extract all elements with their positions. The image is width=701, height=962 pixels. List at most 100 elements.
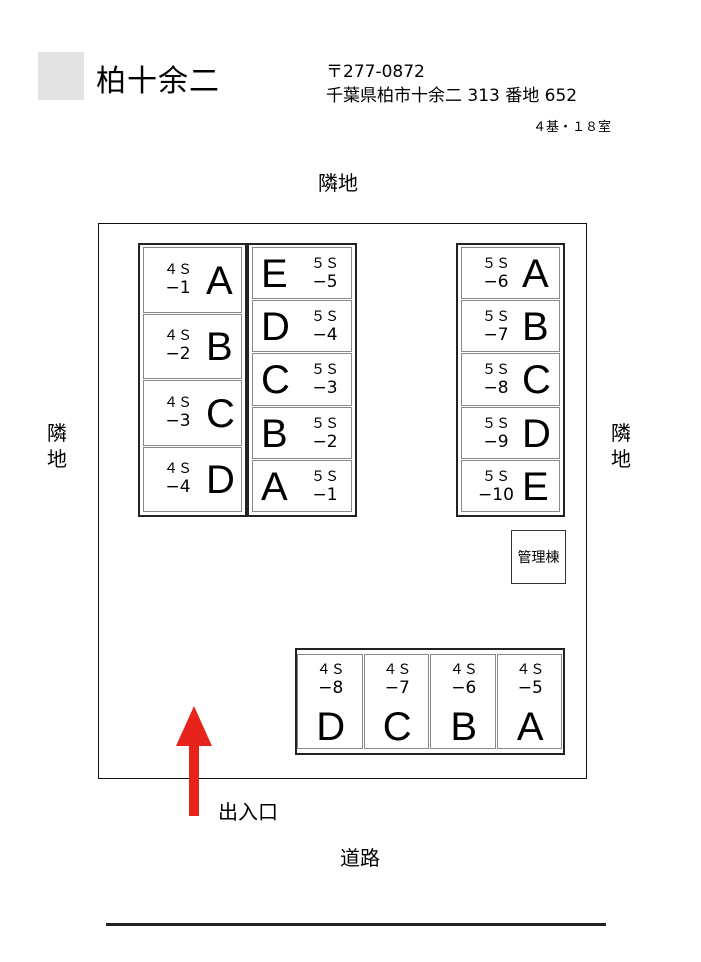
unit-index: −10 xyxy=(478,484,514,505)
unit-number: ５Ｓ−2 xyxy=(305,415,345,451)
neighbor-right-label: 隣 地 xyxy=(611,421,631,471)
unit-index: −9 xyxy=(483,431,509,452)
unit-size: ５Ｓ xyxy=(482,415,510,432)
storage-unit: ５Ｓ−2 B xyxy=(252,406,352,459)
unit-size: ４Ｓ xyxy=(449,662,478,678)
neighbor-top-label: 隣地 xyxy=(318,171,358,195)
unit-size: ５Ｓ xyxy=(482,468,510,485)
unit-letter: D xyxy=(522,411,551,456)
unit-number: ４Ｓ−8 xyxy=(298,661,364,697)
unit-number: ４Ｓ−4 xyxy=(160,460,196,496)
unit-size: ４Ｓ xyxy=(516,662,545,678)
unit-index: −5 xyxy=(517,678,543,698)
unit-letter: E xyxy=(261,252,288,297)
lot-boundary xyxy=(98,223,587,779)
unit-number: ４Ｓ−5 xyxy=(498,661,564,697)
unit-index: −8 xyxy=(483,378,509,399)
unit-letter: C xyxy=(522,358,551,403)
storage-unit: ４Ｓ−4 D xyxy=(143,446,242,512)
site-name: 柏十余二 xyxy=(96,64,220,99)
unit-number: ５Ｓ−10 xyxy=(476,468,516,504)
unit-size: ５Ｓ xyxy=(482,362,510,379)
entrance-label: 出入口 xyxy=(218,800,278,824)
unit-number: ５Ｓ−9 xyxy=(476,415,516,451)
unit-number: ４Ｓ−2 xyxy=(160,327,196,363)
unit-number: ５Ｓ−6 xyxy=(476,255,516,291)
unit-size: ４Ｓ xyxy=(316,662,345,678)
unit-letter: A xyxy=(261,464,288,509)
unit-size: ４Ｓ xyxy=(164,328,192,345)
unit-size: ５Ｓ xyxy=(482,256,510,273)
storage-unit: ５Ｓ−3 C xyxy=(252,353,352,406)
unit-size: ５Ｓ xyxy=(311,309,339,326)
unit-size: ４Ｓ xyxy=(164,261,192,278)
unit-size: ４Ｓ xyxy=(164,461,192,478)
storage-unit: ５Ｓ−4 D xyxy=(252,300,352,353)
unit-index: −4 xyxy=(312,325,338,346)
unit-summary: ４基・１８室 xyxy=(533,120,612,135)
unit-number: ５Ｓ−3 xyxy=(305,361,345,397)
unit-letter: B xyxy=(450,705,478,749)
unit-index: −2 xyxy=(312,431,338,452)
road-line xyxy=(106,923,606,926)
placeholder-square xyxy=(38,52,84,100)
unit-size: ５Ｓ xyxy=(311,256,339,273)
address-block: 〒277-0872 千葉県柏市十余二 313 番地 652 xyxy=(326,60,577,108)
unit-size: ５Ｓ xyxy=(311,362,339,379)
postal-code: 〒277-0872 xyxy=(326,62,425,82)
unit-letter: A xyxy=(516,705,544,749)
unit-index: −3 xyxy=(165,410,191,431)
unit-index: −7 xyxy=(483,325,509,346)
unit-letter: D xyxy=(316,705,346,749)
storage-unit: ４Ｓ−2 B xyxy=(143,313,242,379)
unit-letter: E xyxy=(522,464,549,509)
unit-index: −7 xyxy=(384,678,410,698)
unit-letter: B xyxy=(261,411,288,456)
unit-letter: C xyxy=(382,705,412,749)
unit-letter: B xyxy=(522,305,549,350)
storage-unit: ５Ｓ−1 A xyxy=(252,459,352,512)
unit-index: −6 xyxy=(483,272,509,293)
unit-letter: A xyxy=(206,258,233,303)
unit-letter: A xyxy=(522,252,549,297)
storage-unit: ４Ｓ−1 A xyxy=(143,247,242,313)
unit-size: ５Ｓ xyxy=(311,415,339,432)
unit-index: −1 xyxy=(165,277,191,298)
unit-number: ５Ｓ−4 xyxy=(305,308,345,344)
unit-number: ５Ｓ−7 xyxy=(476,308,516,344)
unit-letter: C xyxy=(261,358,290,403)
unit-letter: D xyxy=(261,305,290,350)
unit-size: ５Ｓ xyxy=(482,309,510,326)
unit-number: ５Ｓ−1 xyxy=(305,468,345,504)
unit-index: −1 xyxy=(312,484,338,505)
unit-letter: D xyxy=(206,458,235,503)
unit-number: ５Ｓ−8 xyxy=(476,361,516,397)
road-label: 道路 xyxy=(340,846,380,870)
unit-letter: B xyxy=(206,325,233,370)
storage-unit: ５Ｓ−5 E xyxy=(252,247,352,300)
unit-index: −5 xyxy=(312,272,338,293)
unit-size: ４Ｓ xyxy=(383,662,412,678)
unit-number: ４Ｓ−3 xyxy=(160,394,196,430)
unit-index: −6 xyxy=(451,678,477,698)
unit-number: ４Ｓ−7 xyxy=(365,661,431,697)
unit-size: ４Ｓ xyxy=(164,394,192,411)
unit-index: −3 xyxy=(312,378,338,399)
unit-number: ５Ｓ−5 xyxy=(305,255,345,291)
unit-size: ５Ｓ xyxy=(311,468,339,485)
unit-number: ４Ｓ−6 xyxy=(431,661,497,697)
management-building: 管理棟 xyxy=(511,530,566,584)
